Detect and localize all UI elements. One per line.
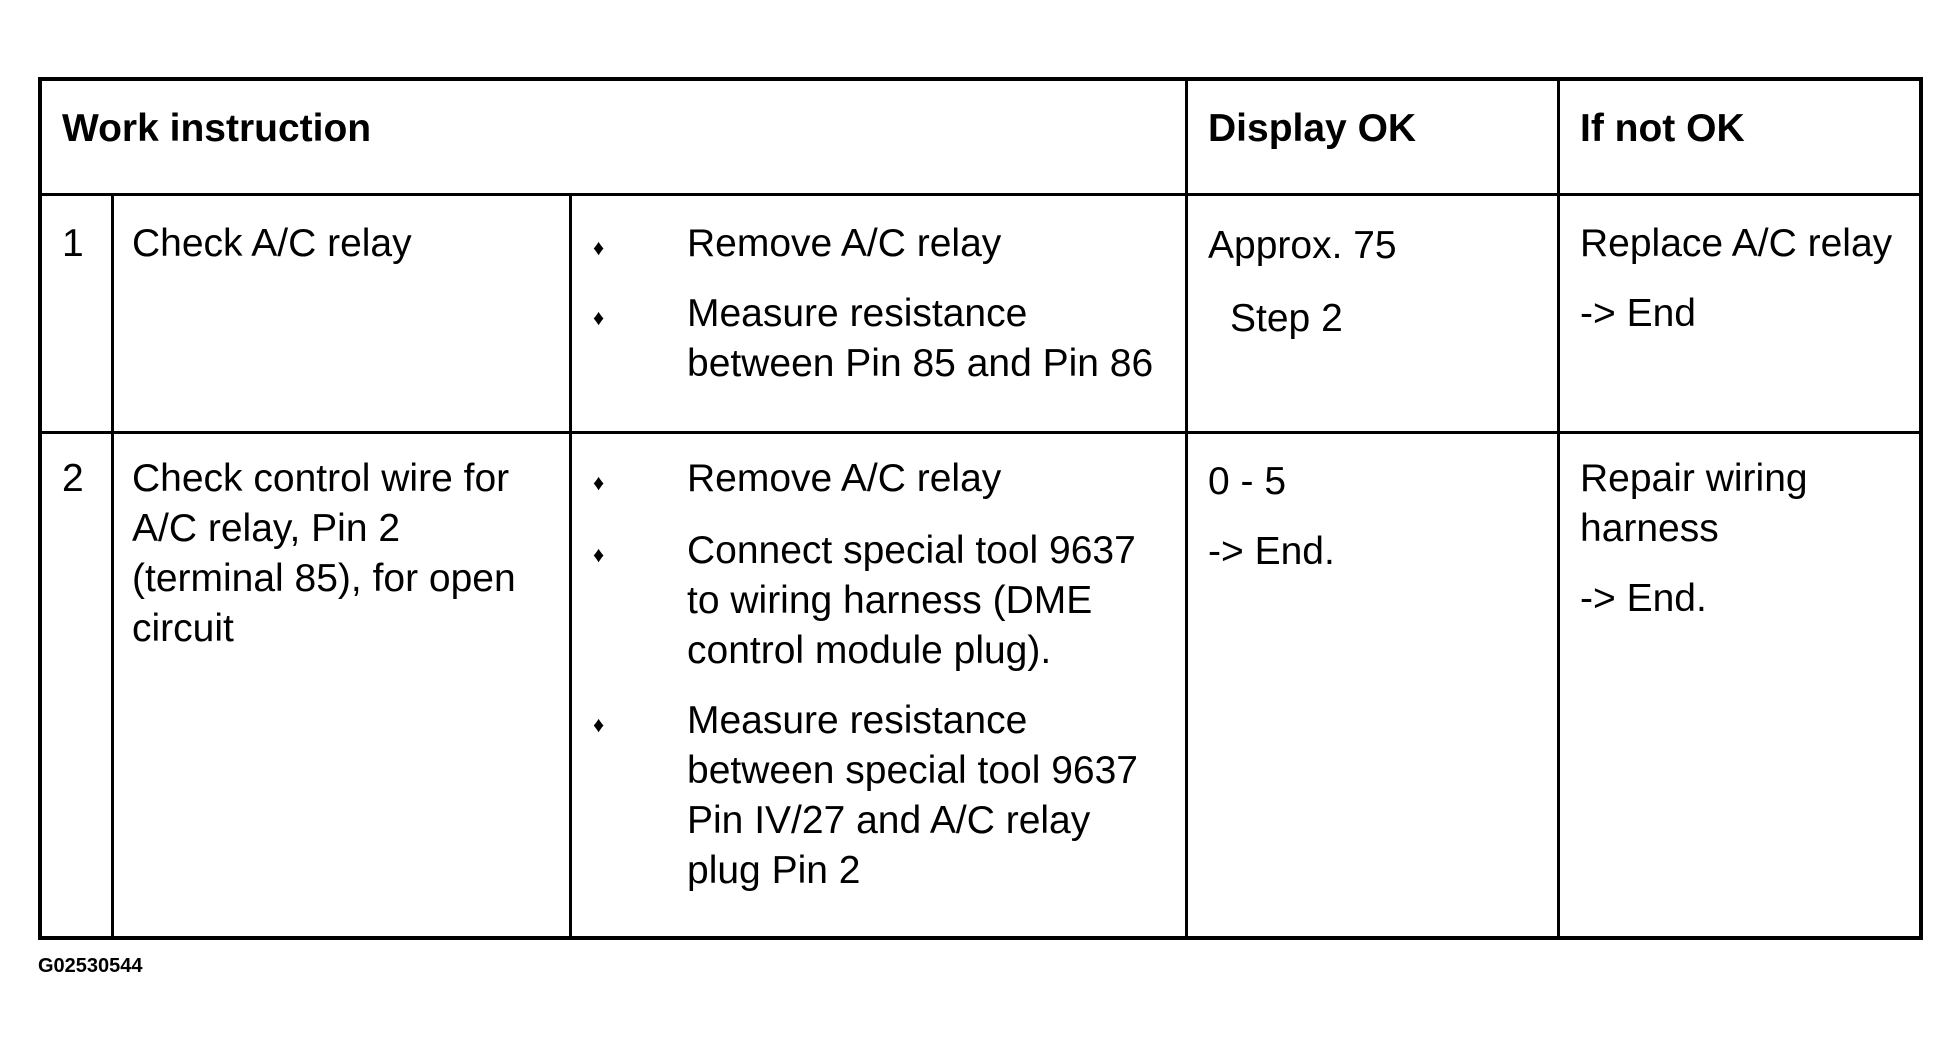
if-not-ok-1-line1: Replace A/C relay bbox=[1580, 222, 1893, 265]
instruction-2-3-line1: Measure resistance bbox=[687, 699, 1028, 742]
step-column-divider bbox=[111, 193, 114, 936]
check-text-2-line1: Check control wire for bbox=[132, 457, 510, 500]
if-not-ok-2-line3: -> End. bbox=[1580, 577, 1707, 620]
step-number-1: 1 bbox=[62, 222, 84, 265]
check-column-divider bbox=[569, 193, 572, 936]
bullet-icon: ♦ bbox=[593, 305, 605, 330]
display-ok-1-line1: Approx. 75 bbox=[1208, 224, 1397, 267]
if-not-ok-column-divider bbox=[1557, 81, 1560, 936]
if-not-ok-1-line2: -> End bbox=[1580, 292, 1696, 335]
work-instruction-table: Work instruction Display OK If not OK 1 … bbox=[38, 77, 1923, 940]
check-text-2-line3: (terminal 85), for open bbox=[132, 557, 516, 600]
instruction-2-3-line3: Pin IV/27 and A/C relay bbox=[687, 799, 1091, 842]
instruction-2-3-line4: plug Pin 2 bbox=[687, 849, 861, 892]
instruction-1-2-line1: Measure resistance bbox=[687, 292, 1028, 335]
instruction-2-3-line2: between special tool 9637 bbox=[687, 749, 1138, 792]
header-work-instruction: Work instruction bbox=[62, 107, 372, 150]
header-display-ok: Display OK bbox=[1208, 107, 1417, 150]
instruction-2-2-line1: Connect special tool 9637 bbox=[687, 529, 1136, 572]
display-ok-column-divider bbox=[1185, 81, 1188, 936]
bullet-icon: ♦ bbox=[593, 235, 605, 260]
check-text-2-line4: circuit bbox=[132, 607, 234, 650]
instruction-1-2-line2: between Pin 85 and Pin 86 bbox=[687, 342, 1154, 385]
if-not-ok-2-line2: harness bbox=[1580, 507, 1719, 550]
bullet-icon: ♦ bbox=[593, 542, 605, 567]
instruction-2-1: Remove A/C relay bbox=[687, 457, 1002, 500]
instruction-2-2-line2: to wiring harness (DME bbox=[687, 579, 1093, 622]
instruction-2-2-line3: control module plug). bbox=[687, 629, 1052, 672]
if-not-ok-2-line1: Repair wiring bbox=[1580, 457, 1808, 500]
display-ok-1-line2: Step 2 bbox=[1230, 297, 1343, 340]
figure-caption: G02530544 bbox=[38, 955, 143, 977]
check-text-2-line2: A/C relay, Pin 2 bbox=[132, 507, 401, 550]
bullet-icon: ♦ bbox=[593, 712, 605, 737]
header-divider bbox=[42, 193, 1919, 196]
display-ok-2-line2: -> End. bbox=[1208, 530, 1335, 573]
step-number-2: 2 bbox=[62, 457, 84, 500]
instruction-1-1: Remove A/C relay bbox=[687, 222, 1002, 265]
display-ok-2-line1: 0 - 5 bbox=[1208, 460, 1287, 503]
row-divider bbox=[42, 431, 1919, 434]
bullet-icon: ♦ bbox=[593, 470, 605, 495]
check-text-1: Check A/C relay bbox=[132, 222, 412, 265]
header-if-not-ok: If not OK bbox=[1580, 107, 1745, 150]
